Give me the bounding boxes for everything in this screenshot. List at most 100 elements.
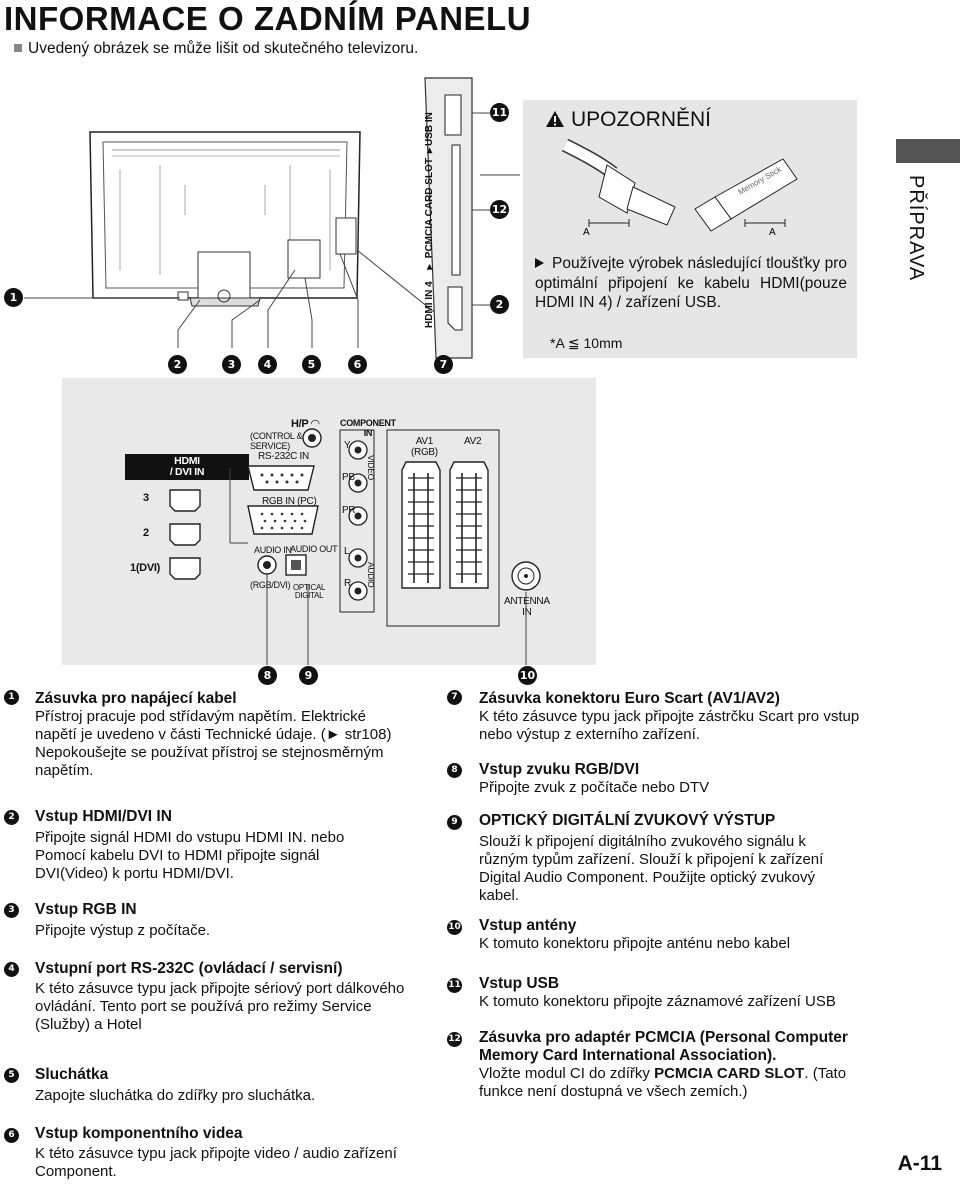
headphone-icon: ◠ (308, 418, 320, 430)
callout-12: 12 (490, 200, 509, 219)
item-body: K tomuto konektoru připojte záznamové za… (479, 993, 836, 1010)
item-number-1: 1 (4, 690, 19, 705)
rgb-in-label: RGB IN (PC) (262, 496, 317, 507)
video-label: VIDEO (366, 455, 376, 480)
item-heading: Vstup komponentního videa (35, 1125, 243, 1142)
item-heading: Sluchátka (35, 1066, 109, 1083)
audio-in-label: AUDIO IN (254, 545, 292, 555)
component-y-label: Y (344, 440, 351, 451)
arrow-right-icon (535, 258, 544, 268)
item-euro-scart: Zásuvka konektoru Euro Scart (AV1/AV2) K… (479, 690, 864, 744)
warning-note: *A ≦ 10mm (550, 335, 623, 351)
warning-box (523, 100, 857, 358)
audio-out-label: AUDIO OUT (290, 544, 338, 554)
item-number-9: 9 (447, 815, 462, 830)
warning-icon (546, 111, 564, 127)
item-body: Připojte výstup z počítače. (35, 922, 211, 939)
item-heading: Vstupní port RS-232C (ovládací / servisn… (35, 960, 343, 977)
page-title: INFORMACE O ZADNÍM PANELU (4, 0, 532, 37)
audio-l-label: L (344, 546, 350, 557)
headphone-label-text: H/P (291, 418, 309, 430)
item-number-6: 6 (4, 1128, 19, 1143)
item-number-4: 4 (4, 962, 19, 977)
callout-7: 7 (434, 355, 453, 374)
bullet-square-icon (14, 44, 22, 52)
item-number-7: 7 (447, 690, 462, 705)
hdmi-port-2-label: 2 (143, 527, 149, 539)
item-body-post: . (Tato funkce není dostupná ve všech ze… (479, 1065, 847, 1100)
item-heading: Vstup HDMI/DVI IN (35, 808, 172, 825)
item-headphones: Sluchátka Zapojte sluchátka do zdířky pr… (35, 1066, 407, 1105)
item-component: Vstup komponentního videa K této zásuvce… (35, 1125, 407, 1181)
item-body: Připojte signál HDMI do vstupu HDMI IN. … (35, 829, 345, 882)
connector-panel-drawing (125, 428, 541, 665)
item-number-11: 11 (447, 978, 462, 993)
callout-10: 10 (518, 666, 537, 685)
component-in-label: COMPONENT IN (340, 418, 396, 438)
pcmcia-slot-label: ▼ PCMCIA CARD SLOT ▼ (424, 144, 435, 272)
item-rgb-dvi-audio: Vstup zvuku RGB/DVI Připojte zvuk z počí… (479, 761, 864, 797)
item-number-3: 3 (4, 903, 19, 918)
hdmi-in-4-label: HDMI IN 4 (424, 281, 435, 328)
callout-3: 3 (222, 355, 241, 374)
item-heading: OPTICKÝ DIGITÁLNÍ ZVUKOVÝ VÝSTUP (479, 812, 776, 829)
item-number-12: 12 (447, 1032, 462, 1047)
item-heading: Vstup antény (479, 917, 577, 934)
item-hdmi-dvi: Vstup HDMI/DVI IN Připojte signál HDMI d… (35, 808, 395, 883)
warning-text: Používejte výrobek následující tloušťky … (535, 254, 847, 313)
headphone-label: H/P ◠ (291, 417, 319, 430)
connector-panel (62, 378, 596, 665)
page-number: A-11 (897, 1152, 942, 1175)
audio-label: AUDIO (366, 562, 376, 588)
item-heading: Vstup RGB IN (35, 901, 137, 918)
item-usb: Vstup USB K tomuto konektoru připojte zá… (479, 975, 859, 1011)
callout-9: 9 (299, 666, 318, 685)
item-number-5: 5 (4, 1068, 19, 1083)
item-optical-digital: OPTICKÝ DIGITÁLNÍ ZVUKOVÝ VÝSTUP Slouží … (479, 812, 849, 905)
component-pb-label: PB (342, 472, 355, 483)
item-body: Slouží k připojení digitálního zvukového… (479, 833, 824, 904)
warning-title: UPOZORNĚNÍ (545, 108, 711, 132)
item-pcmcia: Zásuvka pro adaptér PCMCIA (Personal Com… (479, 1029, 851, 1101)
dim-label-a2: A (769, 227, 776, 238)
item-body: Připojte zvuk z počítače nebo DTV (479, 779, 710, 796)
item-body: Přístroj pracuje pod střídavým napětím. … (35, 708, 392, 779)
item-body-pre: Vložte modul CI do zdířky (479, 1065, 655, 1082)
item-body-bold: PCMCIA CARD SLOT (654, 1065, 805, 1082)
item-heading: Zásuvka pro adaptér PCMCIA (Personal Com… (479, 1029, 848, 1064)
item-body: Vložte modul CI do zdířky PCMCIA CARD SL… (479, 1065, 851, 1101)
antenna-in-label: ANTENNA IN (504, 596, 550, 618)
item-body: K tomuto konektoru připojte anténu nebo … (479, 935, 791, 952)
item-heading: Zásuvka konektoru Euro Scart (AV1/AV2) (479, 690, 780, 707)
callout-6: 6 (348, 355, 367, 374)
item-number-10: 10 (447, 920, 462, 935)
item-rs232c: Vstupní port RS-232C (ovládací / servisn… (35, 960, 407, 1034)
item-rgb-in: Vstup RGB IN Připojte výstup z počítače. (35, 901, 395, 940)
callout-1: 1 (4, 288, 23, 307)
side-section-label: PŘÍPRAVA (905, 175, 927, 282)
item-heading: Vstup zvuku RGB/DVI (479, 761, 640, 778)
callout-2: 2 (168, 355, 187, 374)
usb-in-label: USB IN (424, 112, 435, 146)
rs232c-label: RS-232C IN (258, 451, 309, 462)
item-number-2: 2 (4, 810, 19, 825)
section-tab-marker (896, 139, 960, 163)
item-heading: Zásuvka pro napájecí kabel (35, 690, 237, 707)
warning-title-text: UPOZORNĚNÍ (571, 108, 712, 131)
item-body: Zapojte sluchátka do zdířky pro sluchátk… (35, 1087, 316, 1104)
hdmi-port-1-label: 1(DVI) (130, 562, 160, 574)
control-service-label: (CONTROL & SERVICE) (250, 431, 303, 451)
optical-digital-label: OPTICAL DIGITAL (293, 583, 326, 600)
item-antenna: Vstup antény K tomuto konektoru připojte… (479, 917, 849, 953)
item-heading: Vstup USB (479, 975, 560, 992)
hdmi-dvi-header: HDMI / DVI IN (169, 455, 205, 478)
subtitle: Uvedený obrázek se může lišit od skutečn… (14, 40, 418, 58)
callout-5: 5 (302, 355, 321, 374)
warning-text-content: Používejte výrobek následující tloušťky … (535, 255, 847, 311)
callout-2b: 2 (490, 295, 509, 314)
audio-r-label: R (344, 578, 351, 589)
subtitle-text: Uvedený obrázek se může lišit od skutečn… (28, 40, 419, 57)
item-body: K této zásuvce typu jack připojte sériov… (35, 980, 405, 1033)
item-body: K této zásuvce typu jack připojte zástrč… (479, 708, 860, 743)
callout-4: 4 (258, 355, 277, 374)
